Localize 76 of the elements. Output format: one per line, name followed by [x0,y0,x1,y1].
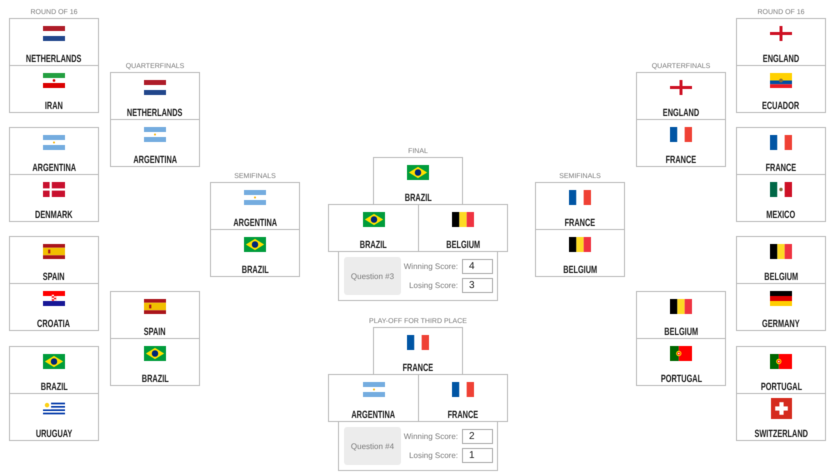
score-field: 2 [462,429,493,444]
team-card [110,338,200,386]
team-name: BELGIUM [446,239,480,251]
team-card [110,72,200,120]
team-name: FRANCE [402,362,434,374]
team-card [636,72,726,120]
team-name: BRAZIL [404,192,432,204]
team-name: BELGIUM [764,271,798,283]
team-card [736,174,826,222]
team-name: NETHERLANDS [127,107,183,119]
team-card [210,229,300,277]
team-card [9,393,99,441]
team-card [535,229,625,277]
team-name: GERMANY [762,318,800,330]
team-name: ARGENTINA [352,409,396,421]
team-name: CROATIA [38,318,70,330]
team-card [535,182,625,230]
team-name: BRAZIL [242,264,268,276]
team-card [373,327,463,375]
team-name: FRANCE [666,154,696,166]
team-card [9,18,99,66]
team-name: ENGLAND [762,53,800,65]
team-name: BELGIUM [664,326,698,338]
team-name: DENMARK [35,209,73,221]
team-name: ARGENTINA [32,162,76,174]
team-card [9,236,99,284]
team-card [9,65,99,113]
team-name: NETHERLANDS [26,53,82,65]
score-field: 1 [462,448,493,463]
team-name: MEXICO [766,209,796,221]
team-name: ENGLAND [662,107,700,119]
team-card [110,291,200,339]
team-name: BRAZIL [142,373,168,385]
field-label: Losing Score: [409,280,458,291]
team-card [736,127,826,175]
score-field: 4 [462,259,493,274]
team-card [736,18,826,66]
field-label: Losing Score: [409,450,458,461]
team-card [9,127,99,175]
team-name: URUGUAY [36,428,72,440]
team-name: FRANCE [766,162,796,174]
team-card [736,346,826,394]
team-card [636,291,726,339]
team-name: ARGENTINA [133,154,177,166]
field-label: Winning Score: [404,431,458,442]
score-panel [338,421,498,471]
team-card [736,236,826,284]
team-name: SPAIN [144,326,166,338]
team-name: PORTUGAL [760,381,802,393]
team-card [736,393,826,441]
score-field: 3 [462,278,493,293]
team-card [373,157,463,205]
team-name: BRAZIL [40,381,68,393]
team-name: FRANCE [564,217,596,229]
team-name: PORTUGAL [660,373,702,385]
team-card [9,346,99,394]
team-card [210,182,300,230]
question-tile: Question #3 [344,257,401,295]
score-panel [338,251,498,301]
team-card [636,338,726,386]
field-label: Winning Score: [404,261,458,272]
team-card [9,283,99,331]
team-name: BRAZIL [360,239,387,251]
team-name: SPAIN [43,271,65,283]
team-name: SWITZERLAND [754,428,808,440]
team-card [736,65,826,113]
team-card [736,283,826,331]
team-card [636,119,726,167]
team-card [9,174,99,222]
team-name: IRAN [45,100,63,112]
team-card [110,119,200,167]
team-name: ECUADOR [762,100,800,112]
question-tile: Question #4 [344,427,401,465]
team-name: BELGIUM [563,264,597,276]
team-name: ARGENTINA [233,217,277,229]
team-name: FRANCE [448,409,478,421]
